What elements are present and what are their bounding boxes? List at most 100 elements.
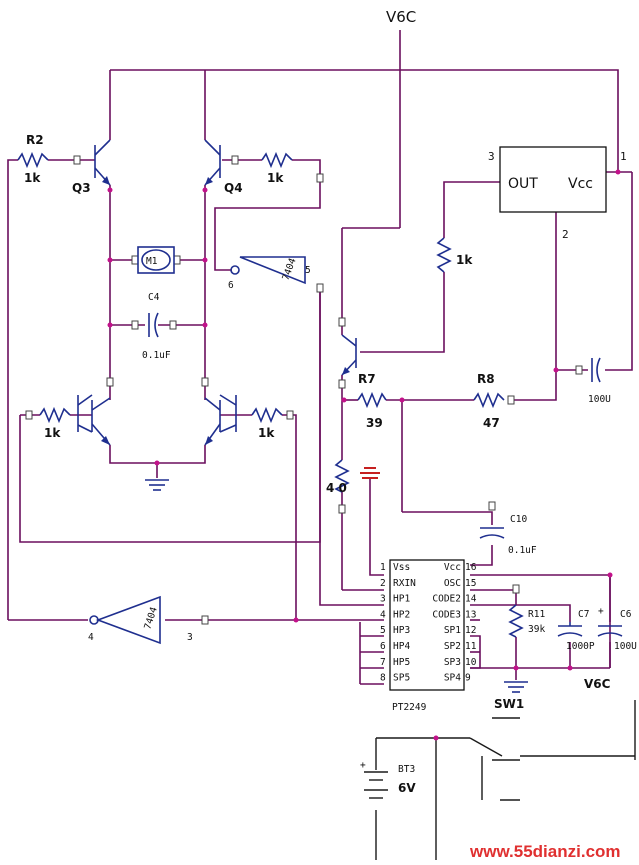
osc-pin-out: 3 — [488, 150, 495, 163]
battery-plus: + — [360, 760, 366, 771]
ic-pin-num-9: 9 — [465, 673, 471, 684]
ic-pin-name-12: SP1 — [444, 625, 461, 636]
ic-pin-num-11: 11 — [465, 641, 477, 652]
inverter-upper-out-pin: 6 — [228, 280, 234, 291]
inverter-lower-out-pin: 4 — [88, 632, 94, 643]
resistor-osc: 1k — [436, 237, 473, 273]
c4-value: 0.1uF — [142, 350, 171, 361]
r-q4-value: 1k — [267, 171, 284, 185]
resistor-r11: R11 39k — [508, 604, 545, 638]
ic-pin-num-12: 12 — [465, 625, 476, 636]
r11-value: 39k — [528, 624, 545, 635]
c10-value: 0.1uF — [508, 545, 537, 556]
ic-pin-name-9: SP4 — [444, 673, 461, 684]
ic-pin-num-16: 16 — [465, 562, 477, 573]
ground-vss-symbol — [360, 467, 380, 479]
q4-label: Q4 — [224, 181, 243, 195]
oscillator-block: OUT Vcc 3 1 2 — [488, 146, 627, 241]
ic-pin-num-14: 14 — [465, 594, 477, 605]
ic-pin-num-6: 6 — [380, 641, 386, 652]
ic-pin-name-4: HP2 — [393, 609, 410, 620]
junctions — [107, 169, 621, 741]
v6c-bottom-label: V6C — [584, 677, 611, 691]
inverter-upper-label: 7404 — [280, 257, 298, 283]
motor-label: M1 — [146, 256, 158, 267]
r8-value: 47 — [483, 416, 500, 430]
ground-ic-symbol — [504, 681, 528, 693]
resistor-bottom-left: 1k — [39, 406, 71, 440]
ic-name: PT2249 — [392, 702, 427, 713]
ic-pin-name-11: SP2 — [444, 641, 461, 652]
pin-markers — [25, 155, 583, 625]
ic-pin-name-15: OSC — [444, 578, 461, 589]
c6-plus: + — [598, 606, 604, 617]
r2-name: R2 — [26, 133, 44, 147]
ic-pin-num-13: 13 — [465, 609, 476, 620]
capacitor-c7: C7 1000P — [557, 609, 595, 652]
ic-pin-name-3: HP1 — [393, 594, 410, 605]
osc-pin-gnd: 2 — [562, 228, 569, 241]
capacitor-c10: C10 0.1uF — [479, 514, 537, 556]
ic-pin-name-16: Vcc — [444, 562, 461, 573]
watermark: www.55dianzi.com — [469, 842, 621, 861]
resistor-bias: 4 0 — [326, 459, 350, 495]
ic-pin-num-15: 15 — [465, 578, 476, 589]
v6c-top-label: V6C — [386, 8, 416, 26]
transistor-center — [341, 334, 357, 376]
c7-value: 1000P — [566, 641, 595, 652]
resistor-r8: R8 47 — [473, 372, 505, 430]
osc-pin-vcc: 1 — [620, 150, 627, 163]
ic-pin-num-10: 10 — [465, 657, 477, 668]
motor-m1: M1 — [137, 246, 175, 274]
ic-pin-name-10: SP3 — [444, 657, 461, 668]
q3-label: Q3 — [72, 181, 91, 195]
battery-bt3: + BT3 6V — [360, 760, 416, 799]
ic-pin-name-8: SP5 — [393, 673, 410, 684]
c6-name: C6 — [620, 609, 632, 620]
capacitor-c4: C4 0.1uF — [142, 292, 171, 361]
r-bias-value: 4 0 — [326, 481, 347, 495]
c4-name: C4 — [148, 292, 160, 303]
transistor-q3: Q3 — [72, 139, 111, 195]
r7-name: R7 — [358, 372, 376, 386]
ic-pin-name-14: CODE2 — [432, 594, 461, 605]
ic-pin-name-7: HP5 — [393, 657, 410, 668]
ic-pin-num-1: 1 — [380, 562, 386, 573]
capacitor-osc: 100U — [588, 357, 611, 405]
c6-value: 100U — [614, 641, 637, 652]
osc-out-label: OUT — [508, 176, 538, 192]
r8-name: R8 — [477, 372, 495, 386]
c7-name: C7 — [578, 609, 589, 620]
inverter-lower-in-pin: 3 — [187, 632, 193, 643]
c10-name: C10 — [510, 514, 527, 525]
r-bl-value: 1k — [44, 426, 61, 440]
transistor-q4: Q4 — [204, 139, 243, 195]
resistor-r7: R7 39 — [357, 372, 387, 430]
battery-name: BT3 — [398, 764, 415, 775]
resistor-r2: R2 1k — [17, 133, 49, 185]
ic-pin-num-3: 3 — [380, 594, 386, 605]
r-br-value: 1k — [258, 426, 275, 440]
capacitor-c6: + C6 100U — [597, 606, 637, 652]
r-osc-value: 1k — [456, 253, 473, 267]
switch-sw1: SW1 — [494, 697, 524, 711]
ic-pin-num-2: 2 — [380, 578, 386, 589]
transistor-bottom-right — [204, 394, 237, 446]
ic-pin-num-5: 5 — [380, 625, 386, 636]
ground-hbridge-symbol — [145, 479, 169, 491]
ic-pin-name-2: RXIN — [393, 578, 416, 589]
inverter-lower-label: 7404 — [142, 606, 160, 631]
ic-pin-name-6: HP4 — [393, 641, 410, 652]
transistor-bottom-left — [77, 394, 111, 446]
ic-pin-name-5: HP3 — [393, 625, 410, 636]
r7-value: 39 — [366, 416, 383, 430]
c-osc-value: 100U — [588, 394, 611, 405]
inverter-upper-in-pin: 5 — [305, 265, 311, 276]
osc-vcc-label: Vcc — [568, 176, 593, 192]
ic-pin-name-1: Vss — [393, 562, 410, 573]
inverter-upper: 7404 5 6 — [228, 256, 311, 291]
